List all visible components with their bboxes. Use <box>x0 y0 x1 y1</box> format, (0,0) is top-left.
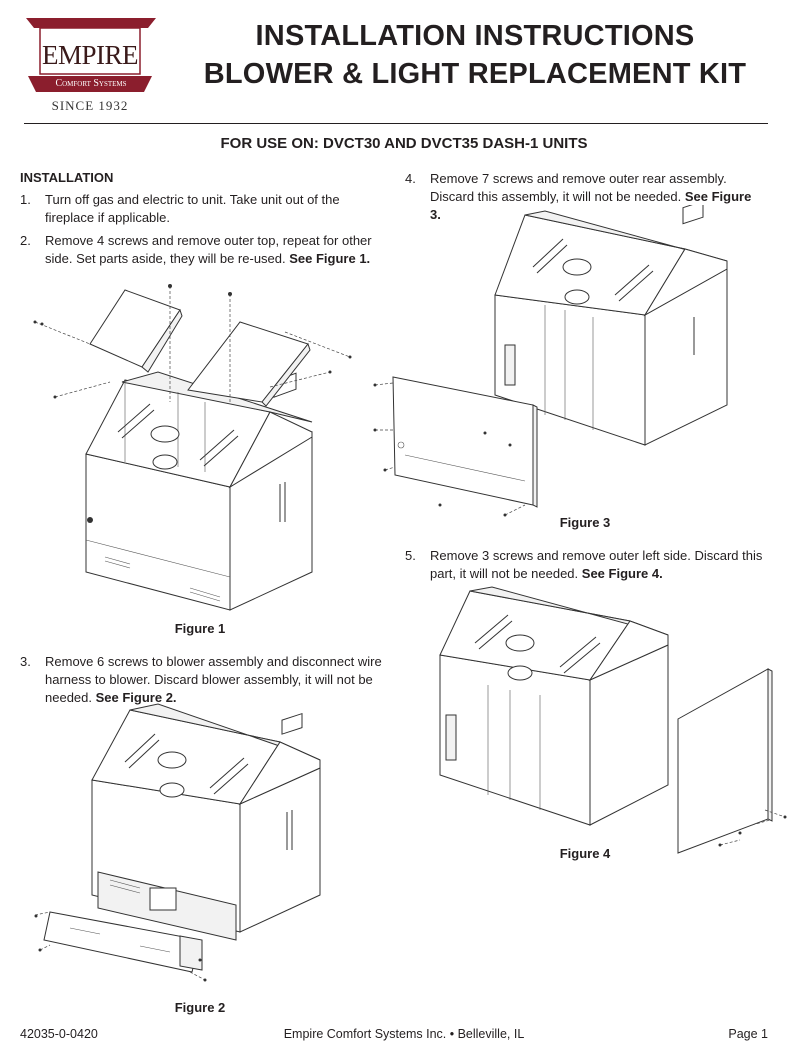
step-text: Remove 7 screws and remove outer rear as… <box>430 171 727 204</box>
step-number: 3. <box>20 654 31 669</box>
title-line-2: BLOWER & LIGHT REPLACEMENT KIT <box>203 58 747 90</box>
logo-since: SINCE 1932 <box>51 98 129 113</box>
figure-1-caption: Figure 1 <box>174 621 226 636</box>
step-4: 4. Remove 7 screws and remove outer rear… <box>405 170 775 228</box>
figure-reference: See Figure 1. <box>289 251 371 266</box>
step-text: Remove 4 screws and remove outer top, re… <box>45 233 372 266</box>
step-5: 5. Remove 3 screws and remove outer left… <box>405 547 775 587</box>
step-text: Remove 3 screws and remove outer left si… <box>430 548 763 581</box>
figure-2-caption: Figure 2 <box>174 1000 226 1015</box>
empire-logo: EMPIRE Comfort Systems SINCE 1932 <box>26 14 158 118</box>
step-text: Turn off gas and electric to unit. Take … <box>45 192 340 225</box>
figure-1-diagram <box>33 284 352 611</box>
figure-4-caption: Figure 4 <box>559 846 611 861</box>
step-1: 1. Turn off gas and electric to unit. Ta… <box>20 191 388 231</box>
page-number: Page 1 <box>728 1027 768 1041</box>
installation-heading: INSTALLATION <box>20 170 114 185</box>
doc-number: 42035-0-0420 <box>20 1027 98 1041</box>
logo-subtitle: Comfort Systems <box>55 78 127 89</box>
figure-3-diagram <box>373 205 728 517</box>
step-3: 3. Remove 6 screws to blower assembly an… <box>20 653 388 711</box>
step-number: 5. <box>405 548 416 563</box>
figure-reference: See Figure 4. <box>581 566 663 581</box>
logo-brand: EMPIRE <box>41 40 139 70</box>
figure-4-diagram <box>439 586 787 854</box>
title-line-1: INSTALLATION INSTRUCTIONS <box>255 20 695 52</box>
footer-company: Empire Comfort Systems Inc. • Belleville… <box>283 1027 525 1041</box>
figure-3-caption: Figure 3 <box>559 515 611 530</box>
step-2: 2. Remove 4 screws and remove outer top,… <box>20 232 388 272</box>
step-number: 4. <box>405 171 416 186</box>
step-number: 1. <box>20 192 31 207</box>
step-text: Remove 6 screws to blower assembly and d… <box>45 654 382 705</box>
figure-reference: See Figure 3. <box>430 189 752 222</box>
step-number: 2. <box>20 233 31 248</box>
figure-2-diagram <box>34 703 321 982</box>
header-rule <box>24 123 768 124</box>
page-subtitle: FOR USE ON: DVCT30 AND DVCT35 DASH-1 UNI… <box>220 135 588 152</box>
figure-reference: See Figure 2. <box>95 690 177 705</box>
